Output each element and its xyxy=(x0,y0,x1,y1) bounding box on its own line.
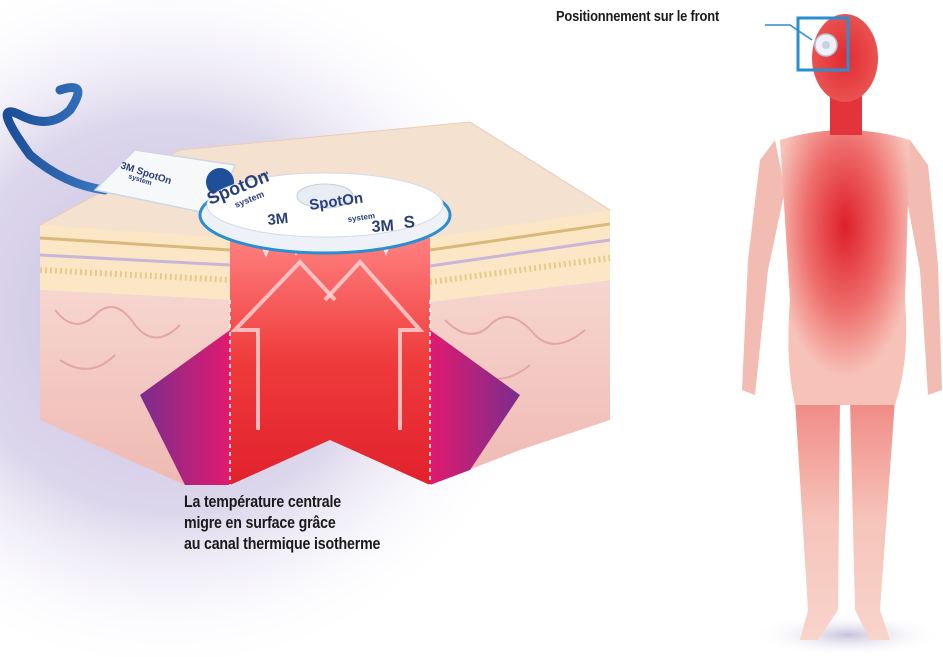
forehead-position-label: Positionnement sur le front xyxy=(556,8,719,25)
caption-line-2: migre en surface grâce xyxy=(184,513,380,534)
human-figure xyxy=(742,14,943,657)
caption-line-1: La température centrale xyxy=(184,492,380,513)
brand-3m-right-text: 3M xyxy=(371,217,394,236)
leader-line xyxy=(765,25,812,40)
caption-line-3: au canal thermique isotherme xyxy=(184,534,380,555)
brand-3m-text: 3M xyxy=(267,210,290,229)
heat-channel-caption: La température centrale migre en surface… xyxy=(184,492,380,555)
model-letter-text: S xyxy=(403,212,416,232)
